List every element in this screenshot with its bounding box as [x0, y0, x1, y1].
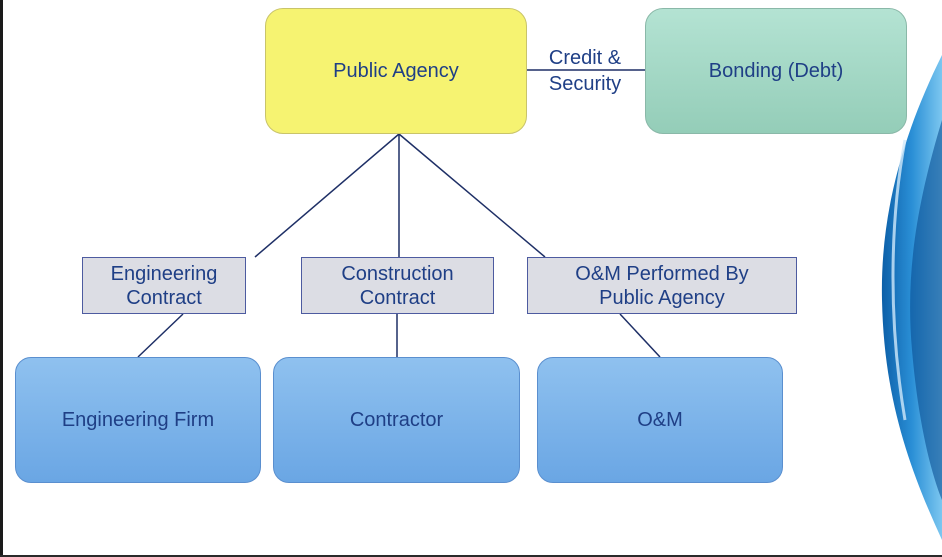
bonding-label: Bonding (Debt) [708, 59, 844, 82]
bottom-border [0, 555, 942, 557]
contractor-node: Contractor [273, 357, 520, 483]
om-contract-line1: O&M Performed By [575, 262, 749, 285]
public-agency-node: Public Agency [265, 8, 527, 134]
line-om-contract-to-om [619, 313, 661, 358]
engineering-contract-line1: Engineering [110, 262, 218, 285]
left-border [0, 0, 3, 557]
engineering-firm-node: Engineering Firm [15, 357, 261, 483]
public-agency-label: Public Agency [333, 59, 459, 82]
om-label: O&M [637, 408, 683, 431]
om-contract-box: O&M Performed By Public Agency [527, 257, 797, 314]
line-engineering-contract-to-firm [137, 313, 184, 358]
line-agency-to-engineering-contract [254, 133, 400, 258]
engineering-contract-box: Engineering Contract [82, 257, 246, 314]
credit-security-label: Credit & Security [529, 45, 641, 97]
contractor-label: Contractor [349, 408, 444, 431]
construction-contract-line1: Construction [341, 262, 454, 285]
construction-contract-box: Construction Contract [301, 257, 494, 314]
engineering-firm-label: Engineering Firm [61, 408, 215, 431]
bonding-debt-node: Bonding (Debt) [645, 8, 907, 134]
credit-label-line2: Security [548, 73, 622, 95]
construction-contract-line2: Contract [359, 286, 436, 309]
om-contract-line2: Public Agency [599, 286, 725, 309]
line-agency-to-om-contract [398, 133, 546, 258]
om-node: O&M [537, 357, 783, 483]
engineering-contract-line2: Contract [126, 286, 202, 309]
credit-label-line1: Credit & [548, 47, 622, 69]
